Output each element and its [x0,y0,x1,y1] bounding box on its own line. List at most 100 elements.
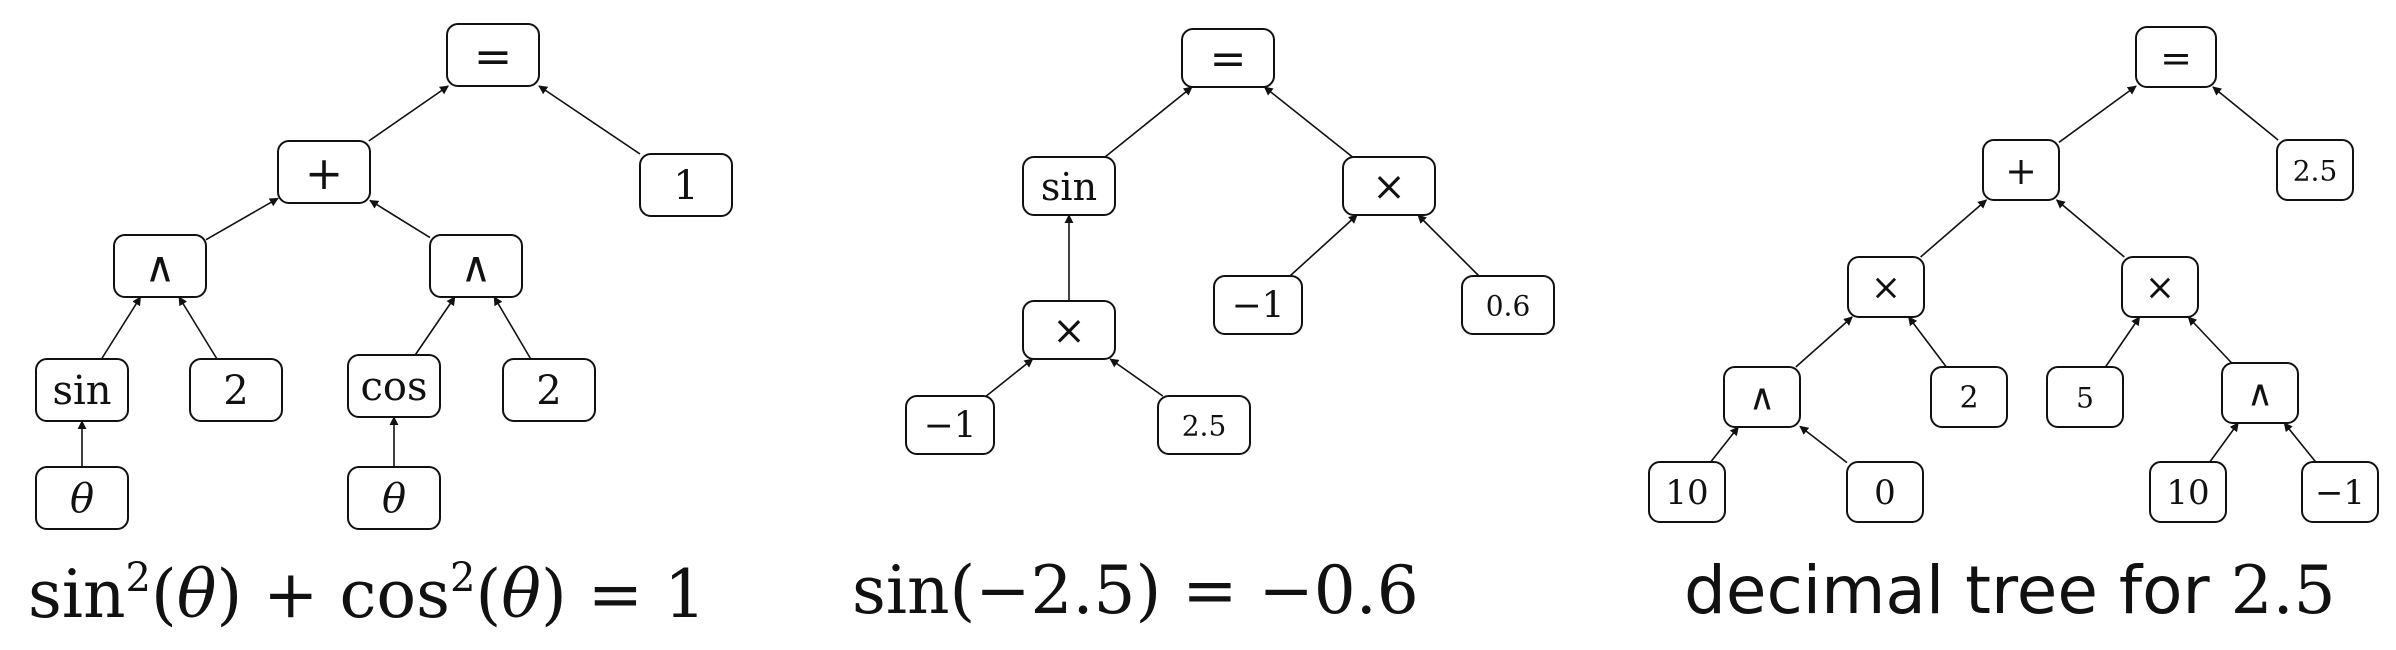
edge-pow1-to-plus [205,197,279,241]
node-label: 10 [2166,473,2209,513]
node-label: ∧ [461,243,492,292]
node-box [2046,366,2124,428]
node-box [1982,139,2060,201]
node-box [905,395,995,455]
node-label: sin [52,368,111,414]
edge-one-to-eq [538,85,641,155]
edge-plus-to-eq [368,85,449,142]
node-two1: 2 [189,358,283,422]
node-box [2149,461,2227,523]
node-label: ∧ [2247,374,2273,415]
node-plus: + [1982,139,2060,201]
edge-mulL-to-plus [1920,199,1988,258]
node-label: + [2005,149,2037,193]
node-pow1: ∧ [113,234,207,298]
node-box [1022,300,1116,360]
node-mulR: × [2121,256,2199,318]
node-box [347,466,441,530]
node-plus: + [277,140,371,204]
node-label: 1 [673,163,698,209]
node-box [1723,366,1801,428]
edge-sin-to-pow1 [100,296,142,360]
node-box [347,354,441,418]
node-box [113,234,207,298]
node-label: −1 [923,406,976,447]
node-box [1181,28,1275,88]
node-label: 2.5 [2293,155,2338,188]
node-label: × [1372,164,1406,210]
node-label: 0 [1874,473,1896,513]
node-box [446,23,540,87]
node-m1: −1 [2301,461,2379,523]
node-box [2276,139,2354,201]
node-label: = [474,29,513,83]
node-zero: 0 [1846,461,1924,523]
node-label: 2 [223,368,248,414]
edge-two1-to-pow1 [178,296,218,360]
node-m1b: −1 [1213,275,1303,335]
edge-powR-to-mulR [2187,316,2233,364]
node-box [277,140,371,204]
node-powR: ∧ [2221,362,2299,424]
node-five: 5 [2046,366,2124,428]
edge-pow2-to-plus [369,199,431,239]
edge-five-to-mulR [2104,316,2141,368]
tree-sin-cos-identity: = +1 ∧ ∧ sin 2 cos 2 θ θ [35,23,733,530]
node-box [35,466,129,530]
node-m1a: −1 [905,395,995,455]
edge-ten1-to-powL [1710,426,1739,463]
node-label: −1 [2315,473,2365,513]
node-label: 0.6 [1486,290,1531,323]
node-label: × [1052,308,1086,354]
node-box [1930,366,2008,428]
node-sin: sin [35,358,129,422]
node-box [2135,26,2217,88]
node-label: θ [382,476,406,522]
node-box [1022,156,1116,216]
node-eq: = [1181,28,1275,88]
node-box [35,358,129,422]
node-label: θ [70,476,94,522]
node-v25: 2.5 [1157,395,1251,455]
edge-v06-to-mul2 [1417,214,1480,277]
node-mulL: × [1847,256,1925,318]
node-one: 1 [639,153,733,217]
edge-ten2-to-powR [2209,422,2239,463]
edge-m1b-to-mul2 [1289,214,1358,277]
node-box [1847,256,1925,318]
node-box [1648,461,1726,523]
edge-two2-to-pow2 [493,296,532,360]
node-v25: 2.5 [2276,139,2354,201]
node-label: 2 [1959,381,1978,416]
node-cos: cos [347,354,441,418]
edge-m1-to-powR [2283,422,2317,463]
edge-mulR-to-plus [2055,199,2125,258]
node-powL: ∧ [1723,366,1801,428]
edge-plus-to-eq [2058,85,2137,143]
caption-identity: sin2(θ) + cos2(θ) = 1 [28,555,707,633]
node-box [639,153,733,217]
node-label: 2.5 [1182,410,1227,443]
node-label: = [1210,34,1247,85]
node-mul2: × [1342,156,1436,216]
node-sin: sin [1022,156,1116,216]
edge-two-to-mulL [1907,316,1948,368]
node-theta1: θ [35,466,129,530]
tree-sin-value: = sin × × −1 2.5 −1 0.6 [905,28,1555,455]
node-label: + [305,146,344,200]
edge-cos-to-pow2 [414,296,456,356]
node-label: cos [360,364,427,410]
node-box [429,234,523,298]
node-box [1846,461,1924,523]
node-label: × [1871,268,1901,309]
node-label: 2 [536,368,561,414]
node-v06: 0.6 [1461,275,1555,335]
node-label: 10 [1665,473,1708,513]
node-box [189,358,283,422]
node-box [1213,275,1303,335]
node-eq: = [2135,26,2217,88]
edge-powL-to-mulL [1795,316,1853,368]
edge-zero-to-powL [1799,425,1848,464]
node-box [2221,362,2299,424]
